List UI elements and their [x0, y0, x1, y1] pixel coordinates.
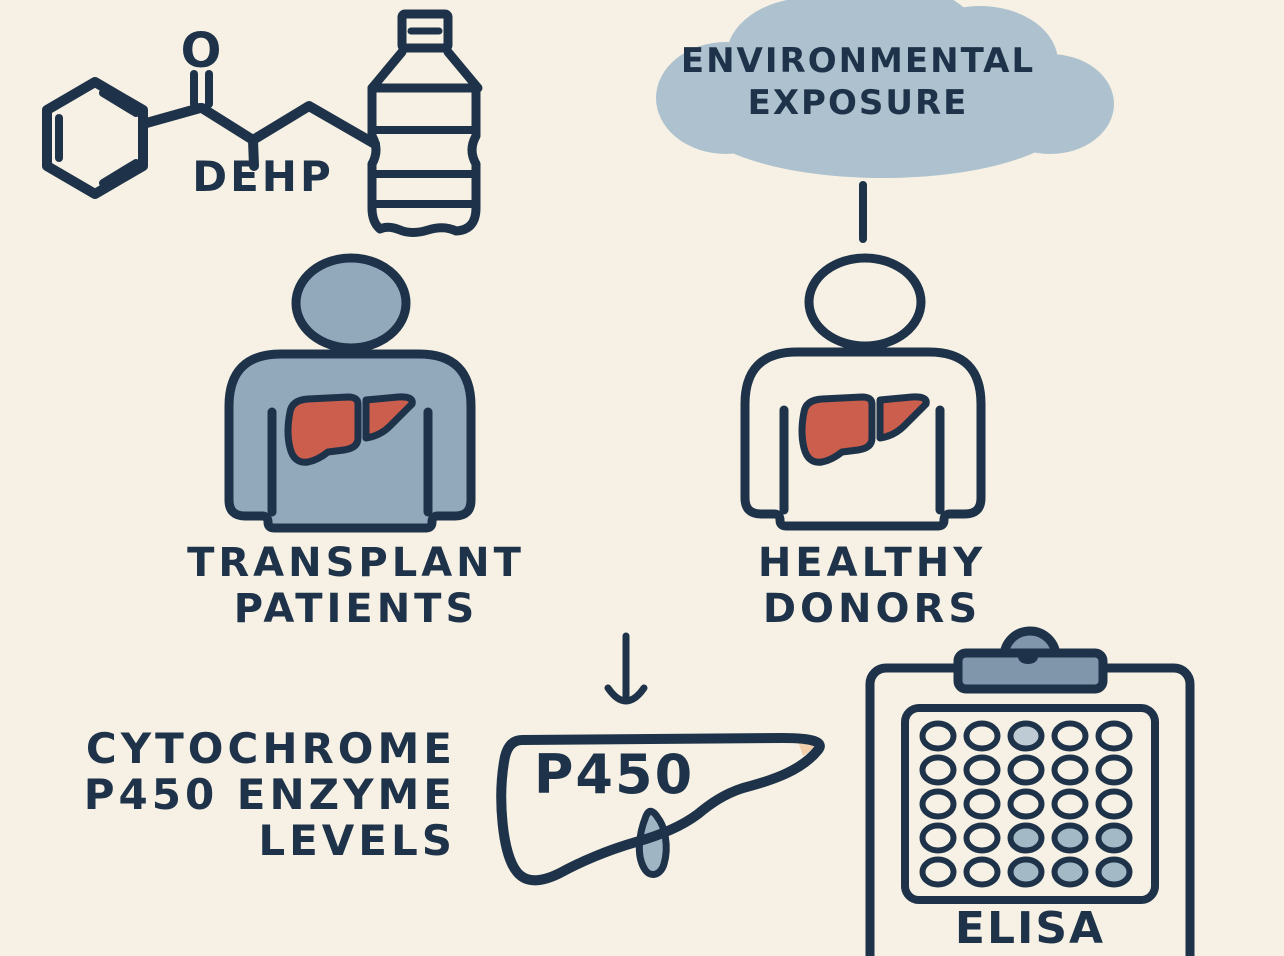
gallbladder — [635, 807, 670, 878]
elisa-well — [1095, 822, 1133, 854]
cloud-connector-line — [859, 181, 867, 243]
elisa-plate — [901, 704, 1159, 904]
elisa-wells — [919, 720, 1133, 888]
elisa-well — [1007, 822, 1045, 854]
exposure-cloud-label: ENVIRONMENTAL EXPOSURE — [648, 40, 1068, 124]
cytochrome-label-line-3: LEVELS — [258, 816, 456, 865]
elisa-well — [1095, 788, 1133, 820]
elisa-well — [963, 822, 1001, 854]
elisa-well — [1095, 720, 1133, 752]
molecule-name-label: DEHP — [192, 152, 334, 201]
donor-liver-icon — [798, 393, 930, 466]
cytochrome-p450-label: CYTOCHROME P450 ENZYME LEVELS — [56, 726, 456, 864]
elisa-well — [963, 856, 1001, 888]
healthy-donors-label: HEALTHY DONORS — [696, 540, 1048, 632]
elisa-well — [1051, 754, 1089, 786]
elisa-well — [919, 720, 957, 752]
elisa-well — [963, 720, 1001, 752]
down-arrow-icon — [604, 632, 648, 705]
bottle-cap — [397, 9, 453, 53]
clip-hole — [1018, 650, 1038, 664]
elisa-well — [963, 788, 1001, 820]
plastic-bottle-icon — [367, 9, 483, 237]
elisa-well — [1095, 754, 1133, 786]
healthy-donor-figure — [740, 253, 986, 531]
elisa-well — [1007, 720, 1045, 752]
transplant-patient-figure — [224, 253, 476, 533]
elisa-well — [1051, 856, 1089, 888]
cloud-label-line-1: ENVIRONMENTAL — [680, 41, 1036, 81]
healthy-label-line-1: HEALTHY — [757, 540, 987, 586]
elisa-well — [1007, 856, 1045, 888]
elisa-well — [919, 822, 957, 854]
elisa-well — [1007, 788, 1045, 820]
transplant-patients-label: TRANSPLANT PATIENTS — [180, 540, 532, 632]
bottle-body — [367, 83, 481, 237]
benzene-ring — [42, 77, 148, 199]
molecule-icon: O — [42, 23, 380, 199]
cytochrome-label-line-1: CYTOCHROME — [85, 724, 456, 773]
patient-head — [291, 253, 411, 353]
p450-liver-label: P450 — [533, 743, 695, 806]
elisa-well — [919, 788, 957, 820]
elisa-label: ELISA — [954, 903, 1106, 954]
elisa-clipboard-icon — [865, 626, 1195, 956]
elisa-well — [919, 856, 957, 888]
healthy-label-line-2: DONORS — [762, 586, 982, 632]
elisa-well — [919, 754, 957, 786]
elisa-well — [1051, 720, 1089, 752]
transplant-label-line-2: PATIENTS — [233, 586, 479, 632]
transplant-label-line-1: TRANSPLANT — [187, 540, 525, 586]
donor-head — [804, 253, 926, 351]
cytochrome-label-line-2: P450 ENZYME — [83, 770, 456, 819]
donor-torso — [740, 347, 986, 531]
elisa-well — [1051, 822, 1089, 854]
exposure-cloud-icon — [656, 0, 1114, 178]
elisa-well — [1051, 788, 1089, 820]
cloud-label-line-2: EXPOSURE — [747, 83, 969, 123]
elisa-well — [963, 754, 1001, 786]
liver-outline — [496, 733, 825, 886]
patient-liver-icon — [284, 393, 416, 466]
liver-outline-icon — [496, 733, 825, 886]
elisa-well — [1007, 754, 1045, 786]
carbonyl-oxygen-label: O — [181, 23, 222, 79]
elisa-well — [1095, 856, 1133, 888]
